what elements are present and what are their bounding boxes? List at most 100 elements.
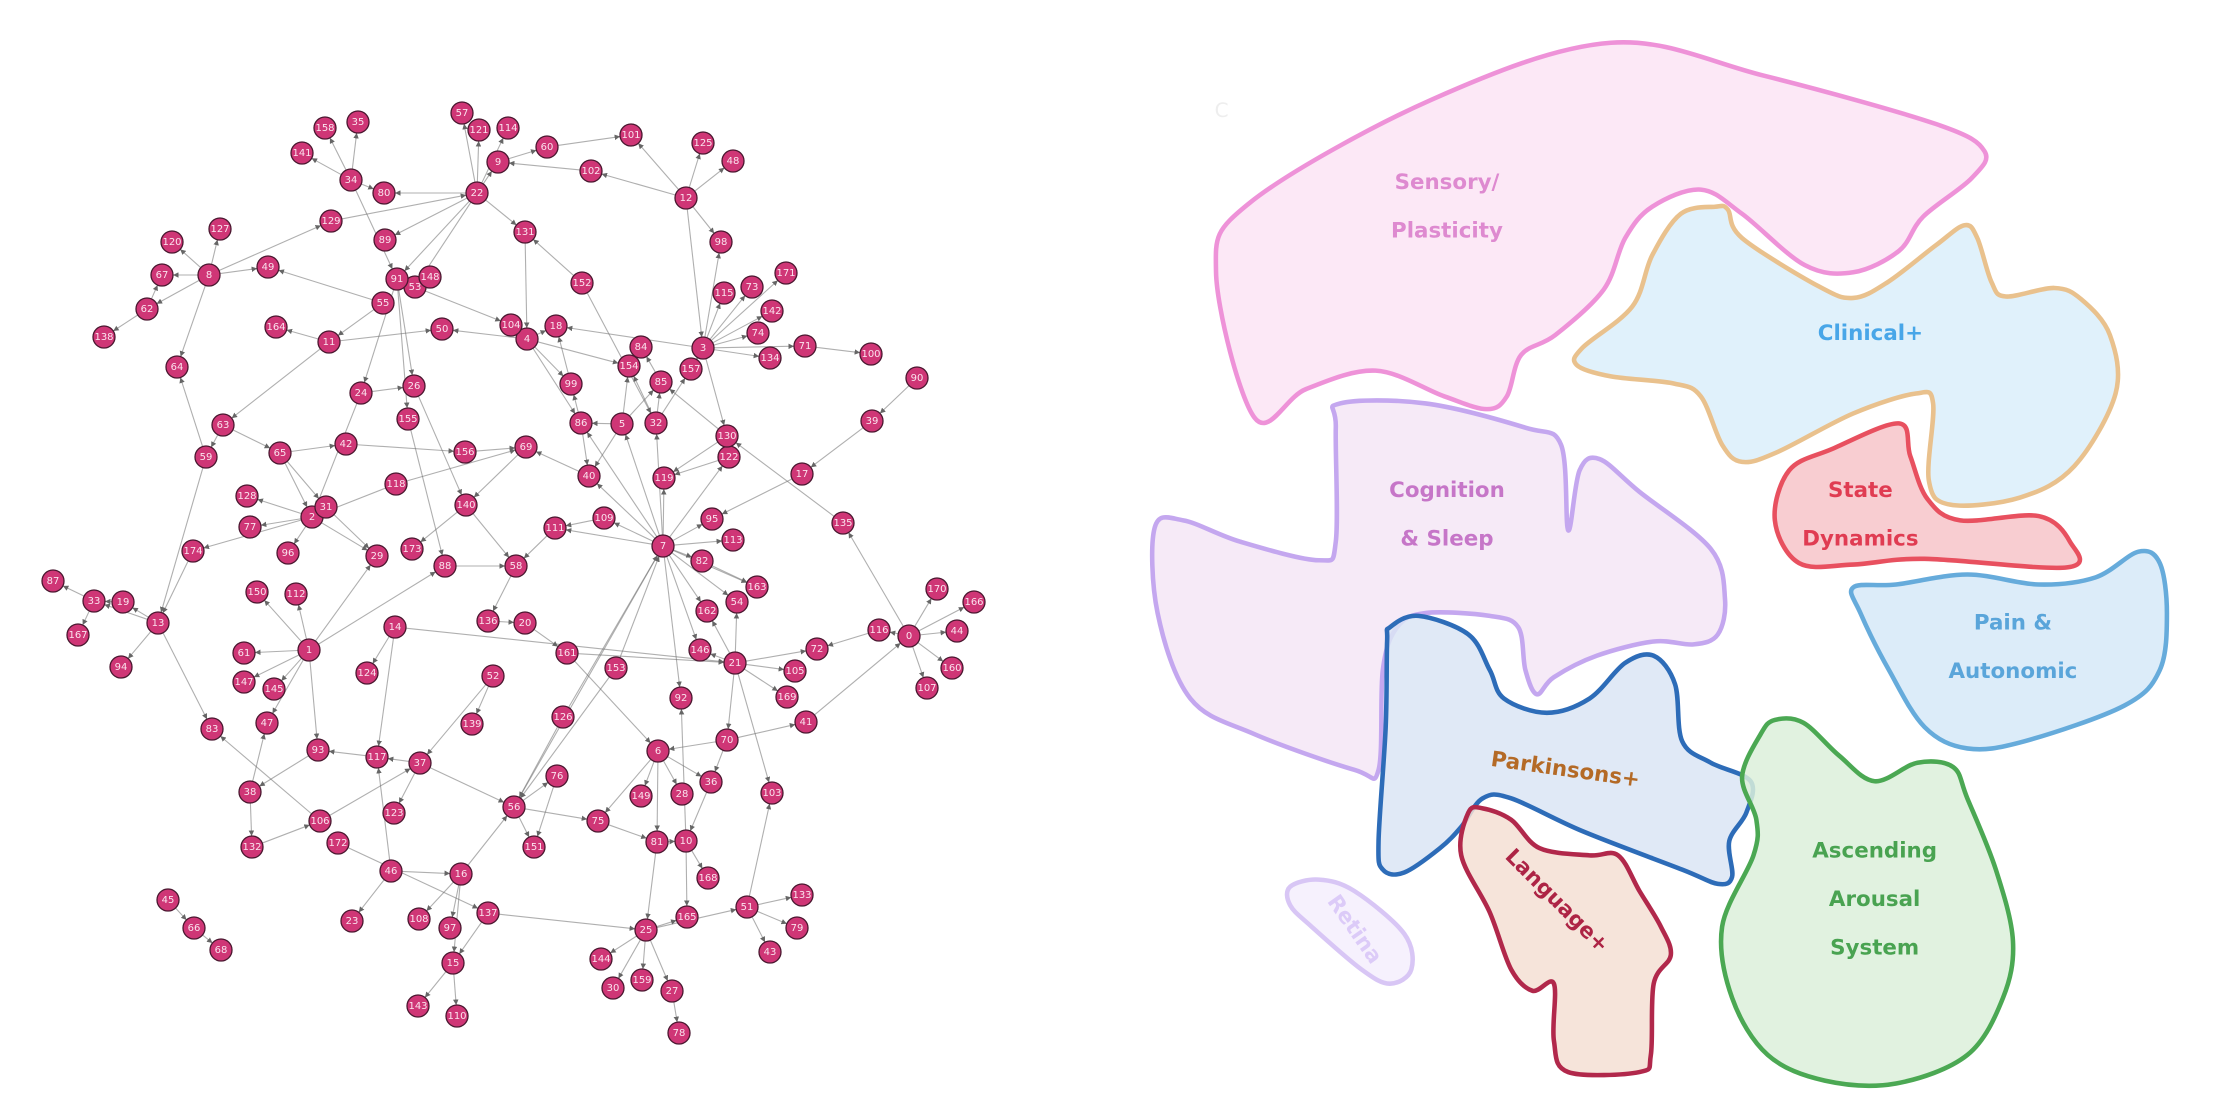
graph-node[interactable]: 66 [182,916,206,940]
graph-node[interactable]: 151 [522,835,546,859]
graph-node[interactable]: 39 [860,409,884,433]
graph-node[interactable]: 133 [790,883,814,907]
graph-node[interactable]: 56 [502,795,526,819]
graph-node[interactable]: 40 [577,464,601,488]
graph-node[interactable]: 108 [407,907,431,931]
graph-node[interactable]: 69 [514,435,538,459]
graph-node[interactable]: 99 [559,372,583,396]
graph-node[interactable]: 158 [313,116,337,140]
graph-node[interactable]: 103 [760,781,784,805]
graph-node[interactable]: 62 [135,297,159,321]
graph-node[interactable]: 159 [630,968,654,992]
graph-node[interactable]: 138 [92,325,116,349]
graph-node[interactable]: 24 [349,381,373,405]
cluster-cognition[interactable]: Cognition& Sleep [1149,398,1728,781]
graph-node[interactable]: 18 [544,314,568,338]
graph-node[interactable]: 148 [418,265,442,289]
graph-node[interactable]: 14 [383,615,407,639]
graph-node[interactable]: 154 [617,354,641,378]
graph-node[interactable]: 111 [543,516,567,540]
graph-node[interactable]: 131 [513,220,537,244]
graph-node[interactable]: 146 [688,638,712,662]
graph-node[interactable]: 45 [156,888,180,912]
graph-node[interactable]: 119 [652,466,676,490]
graph-node[interactable]: 27 [660,979,684,1003]
graph-node[interactable]: 163 [745,575,769,599]
graph-node[interactable]: 13 [146,611,170,635]
graph-node[interactable]: 102 [579,159,603,183]
graph-node[interactable]: 55 [371,291,395,315]
graph-node[interactable]: 65 [268,441,292,465]
graph-node[interactable]: 100 [859,342,883,366]
graph-node[interactable]: 92 [669,686,693,710]
graph-node[interactable]: 15 [441,951,465,975]
graph-node[interactable]: 30 [601,976,625,1000]
graph-node[interactable]: 34 [339,168,363,192]
graph-node[interactable]: 49 [256,255,280,279]
graph-node[interactable]: 48 [721,149,745,173]
graph-node[interactable]: 113 [721,528,745,552]
graph-node[interactable]: 173 [400,537,424,561]
graph-node[interactable]: 58 [504,554,528,578]
graph-node[interactable]: 16 [449,862,473,886]
graph-node[interactable]: 72 [805,637,829,661]
graph-node[interactable]: 60 [535,135,559,159]
graph-node[interactable]: 96 [276,541,300,565]
graph-node[interactable]: 124 [355,661,379,685]
graph-node[interactable]: 57 [450,101,474,125]
graph-node[interactable]: 130 [715,424,739,448]
graph-node[interactable]: 61 [232,641,256,665]
graph-node[interactable]: 64 [165,355,189,379]
graph-node[interactable]: 79 [785,916,809,940]
graph-node[interactable]: 23 [340,909,364,933]
graph-node[interactable]: 162 [695,599,719,623]
graph-node[interactable]: 59 [194,445,218,469]
cluster-pain[interactable]: Pain &Autonomic [1848,548,2170,752]
graph-node[interactable]: 125 [691,131,715,155]
graph-node[interactable]: 132 [240,835,264,859]
graph-node[interactable]: 86 [569,411,593,435]
graph-node[interactable]: 120 [160,230,184,254]
graph-node[interactable]: 6 [646,739,670,763]
graph-node[interactable]: 97 [438,916,462,940]
graph-node[interactable]: 22 [465,181,489,205]
graph-node[interactable]: 136 [476,609,500,633]
graph-node[interactable]: 118 [384,472,408,496]
graph-node[interactable]: 51 [735,895,759,919]
graph-node[interactable]: 75 [586,809,610,833]
graph-node[interactable]: 37 [408,751,432,775]
graph-node[interactable]: 47 [255,711,279,735]
graph-node[interactable]: 10 [674,829,698,853]
graph-node[interactable]: 46 [379,859,403,883]
graph-node[interactable]: 134 [758,346,782,370]
graph-node[interactable]: 19 [111,590,135,614]
graph-node[interactable]: 164 [264,315,288,339]
graph-node[interactable]: 139 [460,712,484,736]
graph-node[interactable]: 73 [740,275,764,299]
graph-node[interactable]: 4 [515,327,539,351]
graph-node[interactable]: 116 [867,618,891,642]
graph-node[interactable]: 7 [651,534,675,558]
graph-node[interactable]: 128 [235,484,259,508]
graph-node[interactable]: 156 [453,440,477,464]
graph-node[interactable]: 5 [610,412,634,436]
graph-node[interactable]: 106 [308,809,332,833]
graph-node[interactable]: 70 [715,728,739,752]
graph-node[interactable]: 121 [467,118,491,142]
graph-node[interactable]: 87 [41,569,65,593]
graph-node[interactable]: 63 [211,413,235,437]
graph-node[interactable]: 169 [775,685,799,709]
graph-node[interactable]: 82 [690,549,714,573]
graph-node[interactable]: 137 [476,901,500,925]
graph-node[interactable]: 145 [262,677,286,701]
graph-node[interactable]: 83 [200,717,224,741]
graph-node[interactable]: 126 [551,705,575,729]
graph-node[interactable]: 21 [723,651,747,675]
graph-node[interactable]: 31 [314,495,338,519]
graph-node[interactable]: 11 [317,330,341,354]
graph-node[interactable]: 129 [319,209,343,233]
graph-node[interactable]: 91 [385,267,409,291]
graph-node[interactable]: 1 [297,638,321,662]
graph-node[interactable]: 0 [897,624,921,648]
graph-node[interactable]: 155 [396,407,420,431]
